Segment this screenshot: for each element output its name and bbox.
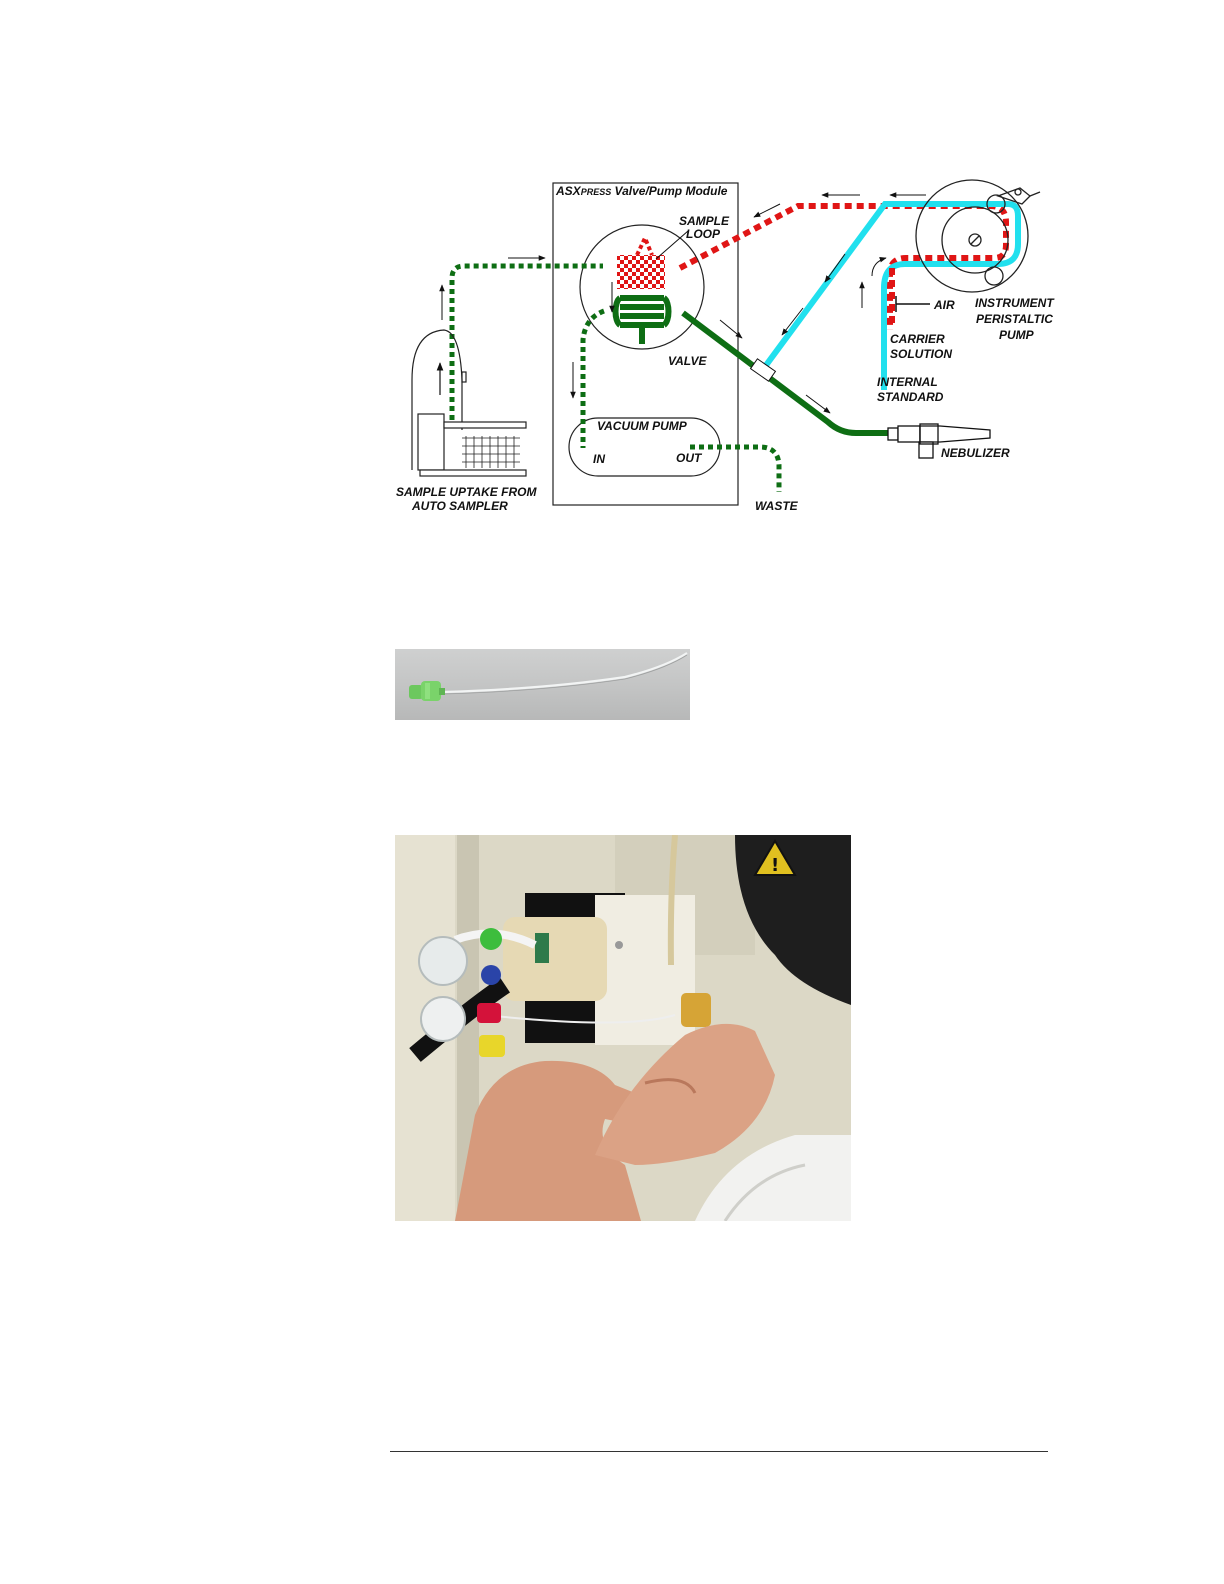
loop-pointer (656, 231, 688, 259)
sample-loop-label-1: SAMPLE (679, 214, 730, 228)
autosampler (412, 330, 526, 476)
valve-connection-photo: ! (395, 835, 851, 1221)
uptake-label-2: AUTO SAMPLER (411, 499, 508, 513)
carrier-label-2: SOLUTION (890, 347, 952, 361)
vacuum-out-label: OUT (676, 451, 703, 465)
tubing-illustration (395, 649, 690, 720)
pump-label-3: PUMP (999, 328, 1035, 342)
module-title: ASXPRESS Valve/Pump Module (555, 184, 728, 198)
air-tee (896, 296, 930, 312)
sample-loop-green (616, 298, 669, 344)
pump-label-2: PERISTALTIC (976, 312, 1053, 326)
tubing-photo (395, 649, 690, 720)
pump-cylinder (503, 917, 607, 1001)
nebulizer-label: NEBULIZER (941, 446, 1010, 460)
green-cap (480, 928, 502, 950)
green-fitting (409, 681, 445, 701)
svg-text:!: ! (771, 855, 779, 876)
yellow-cap (479, 1035, 505, 1057)
yellow-connector (681, 993, 711, 1027)
pump-label-1: INSTRUMENT (975, 296, 1055, 310)
sample-loop-label-2: LOOP (686, 227, 721, 241)
red-cap (477, 1003, 501, 1023)
vacuum-pump-label: VACUUM PUMP (597, 419, 688, 433)
uptake-label-1: SAMPLE UPTAKE FROM (396, 485, 537, 499)
carrier-label-1: CARRIER (890, 332, 945, 346)
internal-label-2: STANDARD (877, 390, 944, 404)
air-label: AIR (933, 298, 955, 312)
arrow-cyan-1 (825, 254, 845, 282)
flow-diagram: ASXPRESS Valve/Pump Module SAMPLE LOOP V… (0, 0, 1224, 560)
sample-loop-red (617, 255, 665, 289)
valve-label: VALVE (668, 354, 707, 368)
waste-label: WASTE (755, 499, 799, 513)
waste-line (690, 447, 779, 492)
footer-rule (390, 1451, 1048, 1452)
vacuum-in-label: IN (593, 452, 605, 466)
sample-loop-red-tip (637, 238, 652, 255)
valve-photo-illustration: ! (395, 835, 851, 1221)
peristaltic-pump (916, 180, 1040, 292)
blue-cap (481, 965, 501, 985)
internal-label-1: INTERNAL (877, 375, 938, 389)
arrow-nebulizer-1 (720, 320, 742, 338)
